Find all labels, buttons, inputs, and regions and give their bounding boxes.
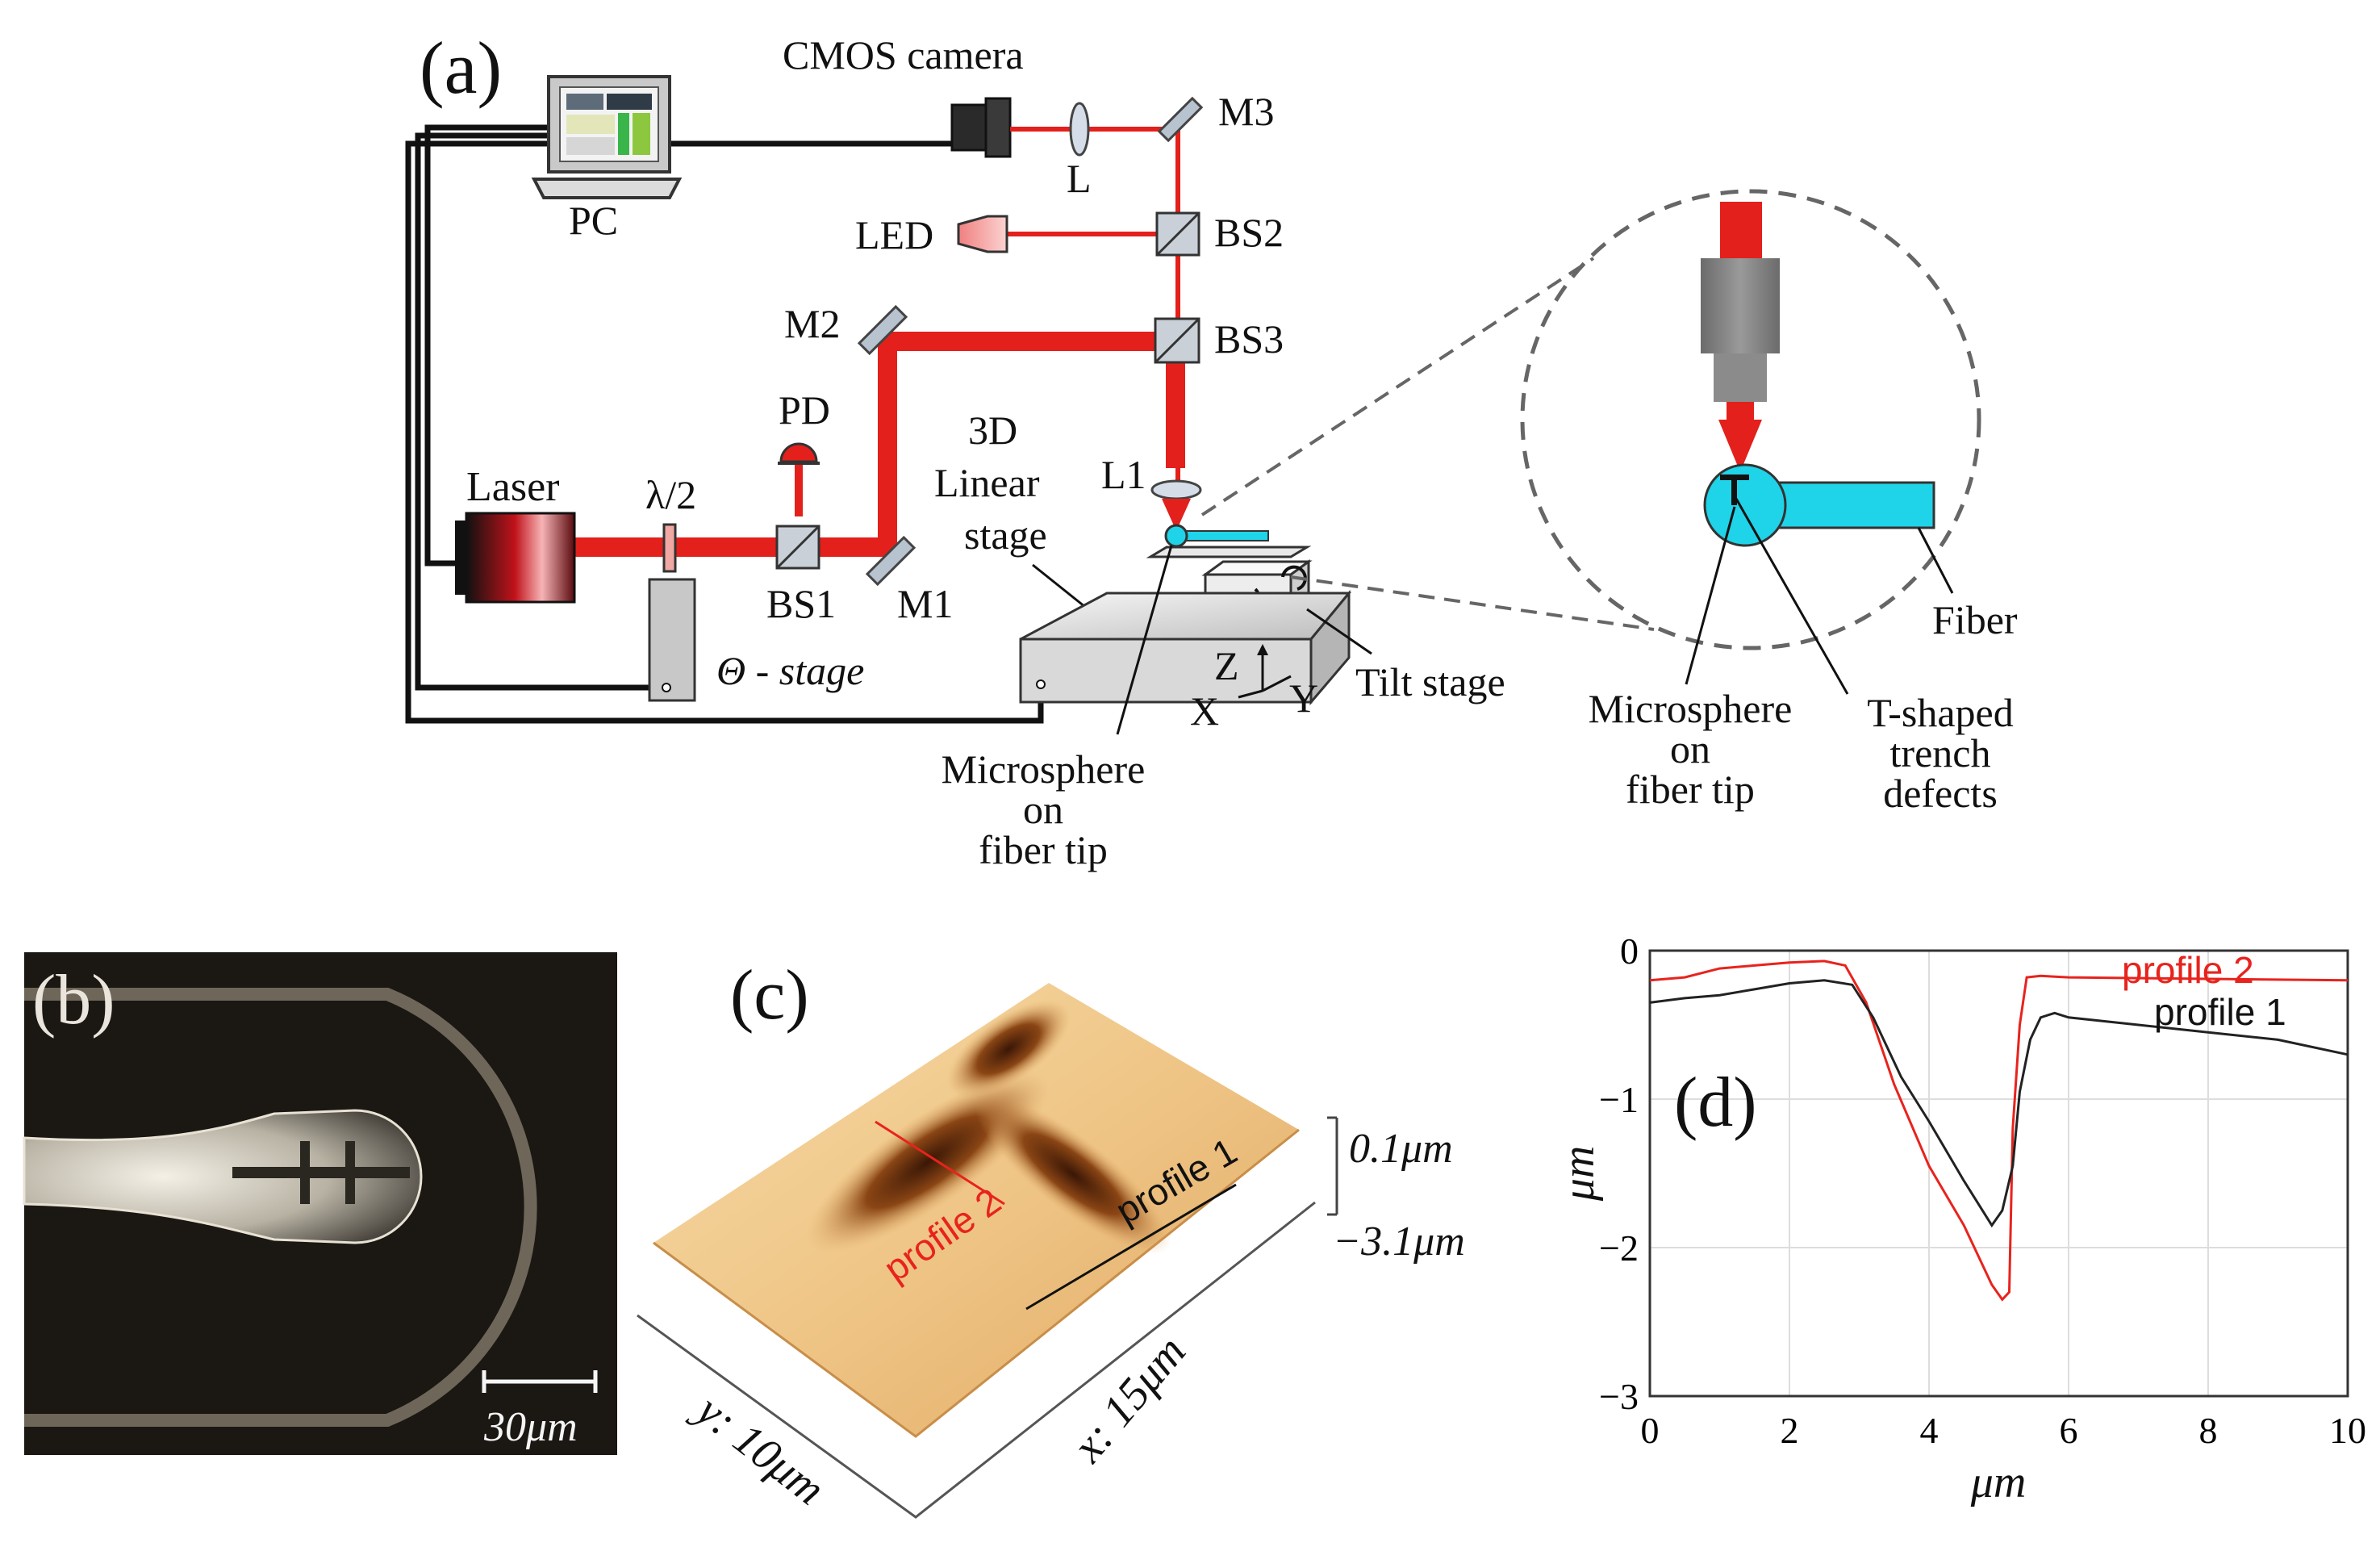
series-line-profile-2	[1649, 960, 2349, 1302]
axis-y-label: Y	[1289, 675, 1318, 721]
y-tick-label: −3	[1599, 1376, 1639, 1417]
microsphere-label: Microsphere on fiber tip	[942, 545, 1173, 872]
photodiode-pd: PD	[778, 387, 830, 465]
microsphere-line3: fiber tip	[979, 827, 1108, 872]
lens-l-label: L	[1067, 156, 1092, 201]
zoom-lines	[1200, 257, 1655, 631]
l1-label: L1	[1101, 452, 1146, 497]
legend-profile-2: profile 2	[2122, 949, 2254, 991]
halfwave-plate: λ/2 Θ - stage	[645, 472, 864, 702]
chart-ylabel: μm	[1554, 1146, 1604, 1202]
inset-microsphere-line2: on	[1670, 726, 1710, 771]
m2-label: M2	[784, 301, 840, 346]
afm-pit-vertical	[975, 1094, 1171, 1254]
afm-edge-front	[653, 1128, 1300, 1438]
microsphere-line1: Microsphere	[942, 746, 1146, 792]
scalebar: 30μm	[482, 1370, 598, 1450]
zoom-inset: Fiber Microsphere on fiber tip T-shaped …	[1520, 189, 2018, 816]
microsphere-line2: on	[1023, 787, 1063, 832]
axis-x-label: X	[1190, 688, 1219, 734]
tilt-stage-label: Tilt stage	[1306, 608, 1505, 705]
afm-surface	[653, 983, 1299, 1436]
chart-frame	[1648, 949, 2349, 1398]
inset-trench-line1: T-shaped	[1867, 690, 2013, 735]
profile-1-line	[1025, 1183, 1237, 1311]
y-tick-label: −2	[1599, 1227, 1639, 1269]
inset-microsphere-line3: fiber tip	[1626, 767, 1755, 812]
x-tick-label: 2	[1781, 1410, 1799, 1451]
cmos-camera: CMOS camera	[783, 32, 1024, 158]
chart-ticks: 0 2 4 6 8 10 0 −1 −2 −3	[1599, 930, 2366, 1451]
led-label: LED	[855, 212, 933, 257]
series-line-profile-1	[1649, 979, 2349, 1228]
chart-panel-label: (d)	[1674, 1064, 1757, 1142]
legend-profile-1: profile 1	[2154, 991, 2286, 1033]
laser-label: Laser	[466, 464, 559, 510]
stage3d-line1: 3D	[968, 408, 1017, 453]
panel-a: (a) PC CMOS camera	[405, 27, 2018, 872]
panel-b-label: (b)	[32, 961, 115, 1039]
linear-stage-slab	[1019, 589, 1352, 706]
z-bottom-label: −3.1μm	[1333, 1219, 1465, 1265]
objective-l1: L1	[1101, 452, 1202, 531]
stage-axes: Z X Y	[1190, 643, 1318, 734]
x-tick-label: 8	[2199, 1410, 2218, 1451]
trench-stem-2	[345, 1141, 355, 1204]
inset-trench-line2: trench	[1890, 730, 1991, 776]
y-tick-label: 0	[1620, 930, 1639, 972]
beamsplitter-bs2: BS2	[1155, 210, 1284, 257]
z-scale: 0.1μm −3.1μm	[1327, 1116, 1465, 1265]
tilt-stage-text: Tilt stage	[1355, 659, 1505, 705]
x-tick-label: 6	[2060, 1410, 2078, 1451]
mirror-m1: M1	[865, 535, 953, 626]
bs3-label: BS3	[1214, 316, 1284, 362]
panel-c-label: (c)	[730, 956, 809, 1035]
panel-c: (c) profile 2 profile 1 0.1μm −3.1μm y: …	[637, 956, 1465, 1519]
x-tick-label: 10	[2329, 1410, 2366, 1451]
cmos-label: CMOS camera	[783, 32, 1024, 77]
m3-label: M3	[1218, 89, 1274, 134]
stage3d-line3: stage	[964, 512, 1047, 558]
scalebar-label: 30μm	[483, 1404, 578, 1450]
profile-2-line	[875, 1120, 1005, 1206]
chart-series	[1649, 960, 2349, 1302]
pd-label: PD	[779, 387, 830, 433]
mirror-m2: M2	[784, 301, 908, 356]
stage3d-line2: Linear	[934, 460, 1040, 505]
lens-l: L	[1067, 102, 1092, 201]
pc-computer: PC	[531, 75, 683, 243]
stage3d-label: 3D Linear stage	[934, 408, 1086, 608]
bs2-label: BS2	[1214, 210, 1284, 255]
trench-stem-1	[300, 1141, 310, 1204]
halfwave-label: λ/2	[645, 472, 696, 517]
laser-source: Laser	[455, 464, 576, 604]
bs1-label: BS1	[766, 581, 836, 626]
panel-d: 0 2 4 6 8 10 0 −1 −2 −3 (d) μm μm profile 2 profi…	[1554, 930, 2366, 1507]
inset-microsphere-line1: Microsphere	[1589, 686, 1793, 731]
inset-fiber-label: Fiber	[1932, 597, 2018, 642]
mirror-m3: M3	[1157, 89, 1274, 143]
chart-xlabel: μm	[1970, 1457, 2027, 1507]
pc-label: PC	[569, 198, 618, 243]
pc-cables	[405, 124, 1044, 724]
fiber-taper	[23, 1109, 423, 1244]
sample-fiber	[1146, 524, 1312, 558]
y-tick-label: −1	[1599, 1079, 1639, 1120]
led-source: LED	[855, 212, 1008, 257]
m1-label: M1	[897, 581, 953, 626]
beamsplitter-bs1: BS1	[766, 525, 836, 626]
inset-trench-line3: defects	[1883, 771, 1998, 816]
afm-pit-top	[946, 999, 1071, 1099]
theta-stage-label: Θ - stage	[716, 648, 864, 693]
panel-a-label: (a)	[420, 27, 502, 109]
x-tick-label: 0	[1641, 1410, 1660, 1451]
beamsplitter-bs3: BS3	[1154, 316, 1284, 364]
x-tick-label: 4	[1920, 1410, 1939, 1451]
z-top-label: 0.1μm	[1349, 1126, 1453, 1172]
axis-z-label: Z	[1214, 643, 1239, 688]
panel-b: (b) 30μm	[23, 952, 617, 1455]
fiber-halo	[24, 988, 537, 1427]
trench-bar	[232, 1167, 410, 1178]
